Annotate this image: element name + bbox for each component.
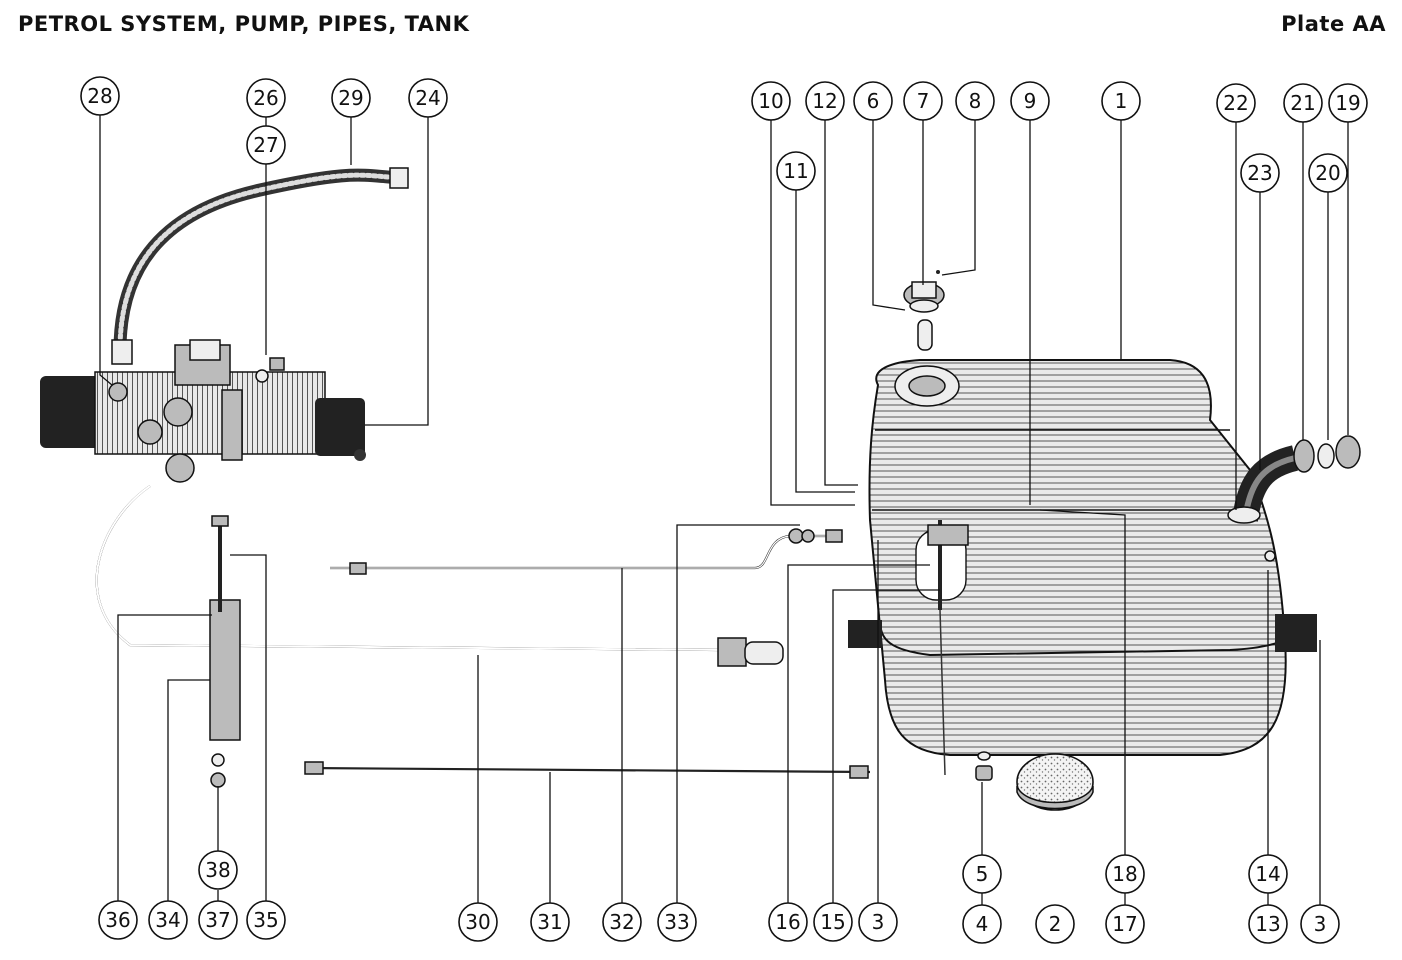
callout-label: 14 (1255, 862, 1280, 886)
callout-label: 31 (537, 910, 562, 934)
callout-label: 4 (976, 912, 989, 936)
callout-19: 19 (1328, 83, 1368, 123)
callout-22: 22 (1216, 83, 1256, 123)
filler-neck-hose (1227, 435, 1361, 524)
fuel-pipes (95, 485, 871, 779)
pump-screw (255, 357, 285, 383)
callout-label: 15 (820, 910, 845, 934)
callout-label: 2 (1049, 912, 1062, 936)
tank (868, 359, 1287, 776)
callout-label: 3 (872, 910, 885, 934)
callout-label: 32 (609, 910, 634, 934)
callout-label: 27 (253, 133, 278, 157)
callout-18: 18 (1105, 854, 1145, 894)
callout-27: 27 (246, 125, 286, 165)
callout-30: 30 (458, 902, 498, 942)
callout-9: 9 (1010, 81, 1050, 121)
callout-38: 38 (198, 850, 238, 890)
callout-label: 11 (783, 159, 808, 183)
callout-label: 26 (253, 86, 278, 110)
callout-label: 37 (205, 908, 230, 932)
callout-23: 23 (1240, 153, 1280, 193)
callout-label: 19 (1335, 91, 1360, 115)
callout-label: 8 (969, 89, 982, 113)
callout-label: 7 (917, 89, 930, 113)
callout-label: 22 (1223, 91, 1248, 115)
callout-label: 1 (1115, 89, 1128, 113)
callout-35: 35 (246, 900, 286, 940)
callout-3-left: 3 (858, 902, 898, 942)
callout-36: 36 (98, 900, 138, 940)
callout-label: 34 (155, 908, 180, 932)
mounting-bracket (209, 515, 241, 788)
sender-unit (903, 270, 945, 351)
pump-hose (111, 167, 409, 365)
callout-label: 20 (1315, 161, 1340, 185)
callout-37: 37 (198, 900, 238, 940)
filler-cap (1264, 550, 1276, 562)
callout-label: 38 (205, 858, 230, 882)
callout-26: 26 (246, 78, 286, 118)
callout-8: 8 (955, 81, 995, 121)
callout-2: 2 (1035, 904, 1075, 944)
callout-1: 1 (1101, 81, 1141, 121)
callout-label: 23 (1247, 161, 1272, 185)
callout-label: 28 (87, 84, 112, 108)
callout-13: 13 (1248, 904, 1288, 944)
callout-28: 28 (80, 76, 120, 116)
callout-label: 21 (1290, 91, 1315, 115)
drain-plug (975, 751, 993, 781)
callout-4: 4 (962, 904, 1002, 944)
callout-14: 14 (1248, 854, 1288, 894)
callout-label: 5 (976, 862, 989, 886)
callout-label: 33 (664, 910, 689, 934)
callout-label: 29 (338, 86, 363, 110)
callout-11: 11 (776, 151, 816, 191)
callout-21: 21 (1283, 83, 1323, 123)
callout-29: 29 (331, 78, 371, 118)
callout-24: 24 (408, 78, 448, 118)
callout-label: 18 (1112, 862, 1137, 886)
callout-31: 31 (530, 902, 570, 942)
callout-label: 17 (1112, 912, 1137, 936)
callout-label: 3 (1314, 912, 1327, 936)
callout-label: 10 (758, 89, 783, 113)
callout-3-right: 3 (1300, 904, 1340, 944)
callout-label: 16 (775, 910, 800, 934)
callout-label: 30 (465, 910, 490, 934)
callout-5: 5 (962, 854, 1002, 894)
callout-label: 9 (1024, 89, 1037, 113)
callout-label: 36 (105, 908, 130, 932)
callout-6: 6 (853, 81, 893, 121)
callout-label: 12 (812, 89, 837, 113)
leader-lines (99, 115, 1349, 908)
callout-15: 15 (813, 902, 853, 942)
callout-17: 17 (1105, 904, 1145, 944)
callout-16: 16 (768, 902, 808, 942)
callout-32: 32 (602, 902, 642, 942)
callout-34: 34 (148, 900, 188, 940)
plate-title: PETROL SYSTEM, PUMP, PIPES, TANK (18, 12, 470, 36)
callout-10: 10 (751, 81, 791, 121)
plate-number: Plate AA (1281, 12, 1386, 36)
insulating-strip (848, 614, 1317, 652)
fuel-pump (40, 339, 366, 483)
felt-pad (1016, 753, 1094, 811)
callout-33: 33 (657, 902, 697, 942)
callout-20: 20 (1308, 153, 1348, 193)
callout-12: 12 (805, 81, 845, 121)
callout-label: 35 (253, 908, 278, 932)
callout-7: 7 (903, 81, 943, 121)
callout-label: 13 (1255, 912, 1280, 936)
callout-label: 24 (415, 86, 440, 110)
callout-label: 6 (867, 89, 880, 113)
